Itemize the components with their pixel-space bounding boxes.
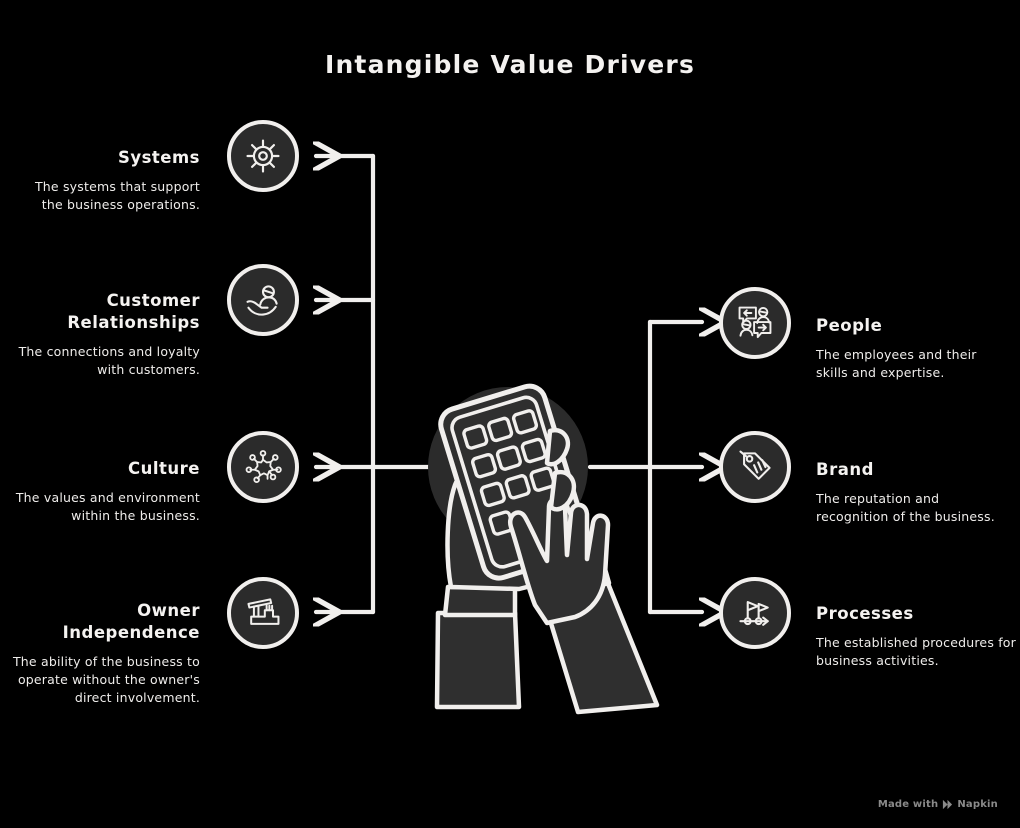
page-title: Intangible Value Drivers — [324, 50, 696, 79]
item-title-processes: Processes — [816, 604, 914, 623]
item-people: People The employees and their skills an… — [816, 315, 1006, 382]
item-desc-people: The employees and their skills and exper… — [816, 346, 977, 380]
milestone-flags-icon — [735, 593, 775, 633]
factory-crane-icon — [243, 593, 283, 633]
item-desc-culture: The values and environment within the bu… — [15, 489, 200, 523]
watermark: Made with Napkin — [878, 799, 998, 810]
item-desc-owner-independence: The ability of the business to operate w… — [12, 653, 200, 705]
icon-badge-processes[interactable] — [719, 577, 791, 649]
watermark-brand: Napkin — [957, 799, 998, 810]
people-speech-bubbles-icon — [735, 303, 775, 343]
icon-badge-brand[interactable] — [719, 431, 791, 503]
item-title-people: People — [816, 316, 883, 335]
item-culture: Culture The values and environment withi… — [10, 458, 200, 525]
icon-badge-systems[interactable] — [227, 120, 299, 192]
item-desc-processes: The established procedures for business … — [816, 634, 1016, 668]
icon-badge-people[interactable] — [719, 287, 791, 359]
watermark-prefix: Made with — [877, 799, 939, 810]
item-title-customer-relationships: Customer Relationships — [67, 291, 200, 332]
gear-icon — [243, 136, 283, 176]
item-systems: Systems The systems that support the bus… — [10, 147, 200, 214]
item-desc-systems: The systems that support the business op… — [34, 178, 200, 212]
napkin-logo-icon — [942, 799, 953, 810]
icon-badge-customer-relationships[interactable] — [227, 264, 299, 336]
network-hub-icon — [243, 447, 283, 487]
item-customer-relationships: Customer Relationships The connections a… — [10, 290, 200, 379]
item-title-systems: Systems — [117, 148, 200, 167]
item-owner-independence: Owner Independence The ability of the bu… — [10, 600, 200, 707]
item-title-brand: Brand — [816, 460, 874, 479]
item-desc-customer-relationships: The connections and loyalty with custome… — [18, 343, 200, 377]
icon-badge-owner-independence[interactable] — [227, 577, 299, 649]
item-desc-brand: The reputation and recognition of the bu… — [816, 490, 995, 524]
item-processes: Processes The established procedures for… — [816, 603, 1016, 670]
icon-badge-culture[interactable] — [227, 431, 299, 503]
hand-holding-person-icon — [243, 280, 283, 320]
hands-holding-calculator-illustration — [415, 375, 685, 720]
price-tag-icon — [735, 447, 775, 487]
item-title-owner-independence: Owner Independence — [62, 601, 200, 642]
item-title-culture: Culture — [128, 459, 200, 478]
item-brand: Brand The reputation and recognition of … — [816, 459, 1006, 526]
